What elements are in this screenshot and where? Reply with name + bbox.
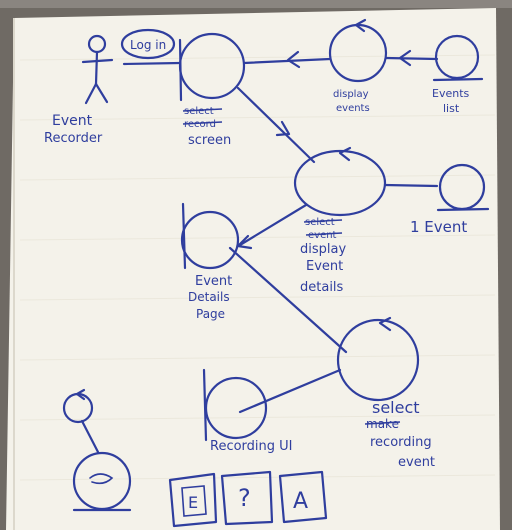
actor-stick-figure <box>81 34 114 105</box>
connector-details-oneevent <box>383 183 439 188</box>
screen-struck-line2: record <box>184 119 216 130</box>
connector-display-eventslist <box>384 49 439 67</box>
paper-lines <box>19 54 496 481</box>
one-event-entity <box>436 163 490 212</box>
event-details-strike-2 <box>305 232 343 236</box>
actor-label-line1: Event <box>52 113 93 129</box>
small-control-circle <box>62 388 94 424</box>
login-label: Log in <box>130 38 166 52</box>
connector-screen-details <box>236 86 316 164</box>
screen-label: screen <box>188 133 231 148</box>
screen-boundary <box>122 32 246 102</box>
small-entity-circle <box>72 451 132 512</box>
legend-actor-label: A <box>293 489 308 514</box>
event-details-label-line1: display <box>300 242 346 257</box>
display-events-label-line1: display <box>333 89 369 100</box>
recording-ui-boundary <box>202 368 268 442</box>
actor-label-line2: Recorder <box>44 131 103 146</box>
events-list-label-line1: Events <box>432 87 470 100</box>
event-details-label-line2: Event <box>306 259 343 274</box>
select-recording-strike <box>364 421 401 425</box>
select-recording-control <box>336 316 420 402</box>
connector-screen-display <box>242 50 332 69</box>
legend-entity-box <box>168 472 218 528</box>
event-details-struck-line2: event <box>308 230 337 241</box>
event-details-control <box>293 146 387 217</box>
connector-small-entity <box>80 419 100 454</box>
screen-struck-line1: select <box>184 106 214 117</box>
login-bubble <box>120 28 176 60</box>
events-list-entity <box>432 34 484 82</box>
select-recording-line3: event <box>398 455 435 470</box>
events-list-label-line2: list <box>443 102 460 115</box>
page-label-line2: Details <box>188 290 230 304</box>
select-recording-line2: recording <box>370 435 432 450</box>
event-details-label-line3: details <box>300 280 344 295</box>
select-recording-line1: select <box>372 398 420 417</box>
select-recording-struck: make <box>366 417 399 431</box>
connector-page-select <box>228 246 348 354</box>
legend-actor-box <box>278 470 328 524</box>
event-details-strike-1 <box>303 219 343 223</box>
event-details-struck-line1: select <box>305 217 335 228</box>
legend-control-label: ? <box>238 484 251 512</box>
page-label-line1: Event <box>195 274 232 289</box>
display-events-label-line2: events <box>336 103 370 114</box>
display-events-control <box>328 18 388 83</box>
recording-ui-label: Recording UI <box>210 439 293 454</box>
legend-entity-label: E <box>188 493 198 512</box>
screen-strike-1 <box>182 108 223 112</box>
legend-control-box <box>220 470 274 526</box>
page-label-line3: Page <box>196 307 225 321</box>
one-event-label: 1 Event <box>410 218 467 236</box>
event-details-page-boundary <box>180 202 240 270</box>
connector-select-recordingui <box>238 368 342 414</box>
screen-strike-2 <box>182 121 223 125</box>
top-strip <box>0 0 512 8</box>
